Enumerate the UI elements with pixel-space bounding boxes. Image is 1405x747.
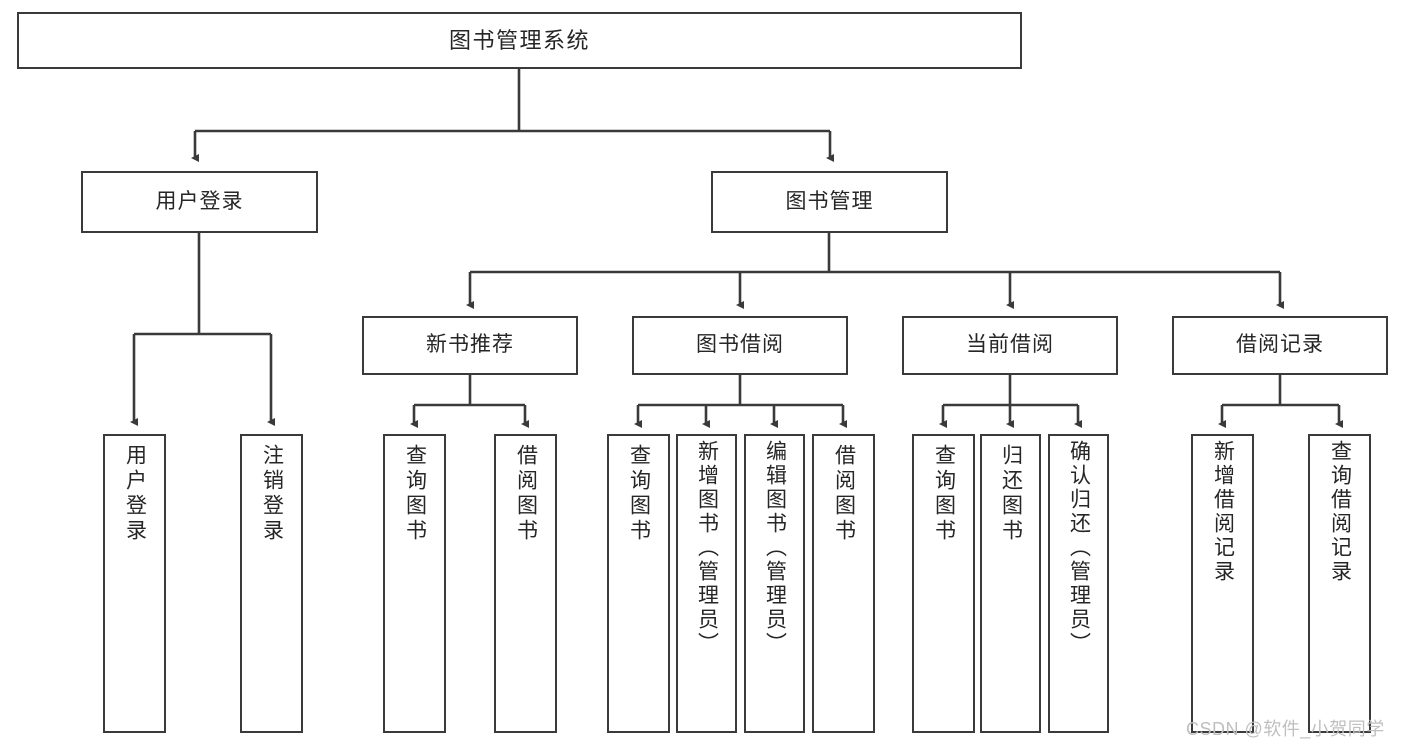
node-label: 查询图书 [932, 444, 956, 544]
node-book-management[interactable]: 图书管理 [711, 171, 948, 233]
node-borrow-record[interactable]: 借阅记录 [1172, 316, 1388, 375]
csdn-watermark: CSDN @软件_小贺同学 [1186, 719, 1385, 739]
node-label: 新增图书（管理员） [695, 440, 719, 656]
node-leaf-query-book-new[interactable]: 查询图书 [383, 434, 446, 733]
node-label: 查询图书 [403, 444, 427, 544]
node-leaf-borrow-book-borrow[interactable]: 借阅图书 [812, 434, 875, 733]
node-leaf-confirm-return-admin[interactable]: 确认归还（管理员） [1048, 434, 1109, 733]
node-label: 用户登录 [155, 189, 244, 213]
node-label: 新书推荐 [426, 333, 514, 357]
node-leaf-query-book-current[interactable]: 查询图书 [912, 434, 975, 733]
node-new-book-recommend[interactable]: 新书推荐 [362, 316, 578, 375]
node-label: 借阅图书 [514, 444, 538, 544]
node-label: 借阅记录 [1236, 333, 1324, 357]
node-leaf-user-login[interactable]: 用户登录 [103, 434, 166, 733]
node-user-login[interactable]: 用户登录 [81, 171, 318, 233]
node-root-book-management-system[interactable]: 图书管理系统 [17, 12, 1022, 69]
node-label: 编辑图书（管理员） [763, 440, 787, 656]
node-leaf-borrow-book-new[interactable]: 借阅图书 [494, 434, 557, 733]
node-leaf-query-book-borrow[interactable]: 查询图书 [607, 434, 670, 733]
node-label: 图书借阅 [696, 333, 784, 357]
node-leaf-add-borrow-record[interactable]: 新增借阅记录 [1191, 434, 1254, 733]
node-label: 确认归还（管理员） [1067, 440, 1091, 656]
node-label: 用户登录 [123, 444, 147, 544]
node-label: 图书管理 [785, 189, 874, 213]
node-label: 注销登录 [260, 444, 284, 544]
node-label: 图书管理系统 [448, 27, 590, 53]
node-leaf-query-borrow-record[interactable]: 查询借阅记录 [1308, 434, 1371, 733]
node-label: 查询图书 [627, 444, 651, 544]
node-label: 新增借阅记录 [1211, 440, 1235, 584]
node-book-borrow[interactable]: 图书借阅 [632, 316, 848, 375]
node-label: 当前借阅 [966, 333, 1054, 357]
node-label: 归还图书 [999, 444, 1023, 544]
node-leaf-return-book[interactable]: 归还图书 [980, 434, 1041, 733]
node-label: 查询借阅记录 [1328, 440, 1352, 584]
node-current-borrow[interactable]: 当前借阅 [902, 316, 1118, 375]
node-leaf-edit-book-admin[interactable]: 编辑图书（管理员） [744, 434, 805, 733]
node-leaf-logout[interactable]: 注销登录 [240, 434, 303, 733]
node-label: 借阅图书 [832, 444, 856, 544]
node-leaf-add-book-admin[interactable]: 新增图书（管理员） [676, 434, 737, 733]
